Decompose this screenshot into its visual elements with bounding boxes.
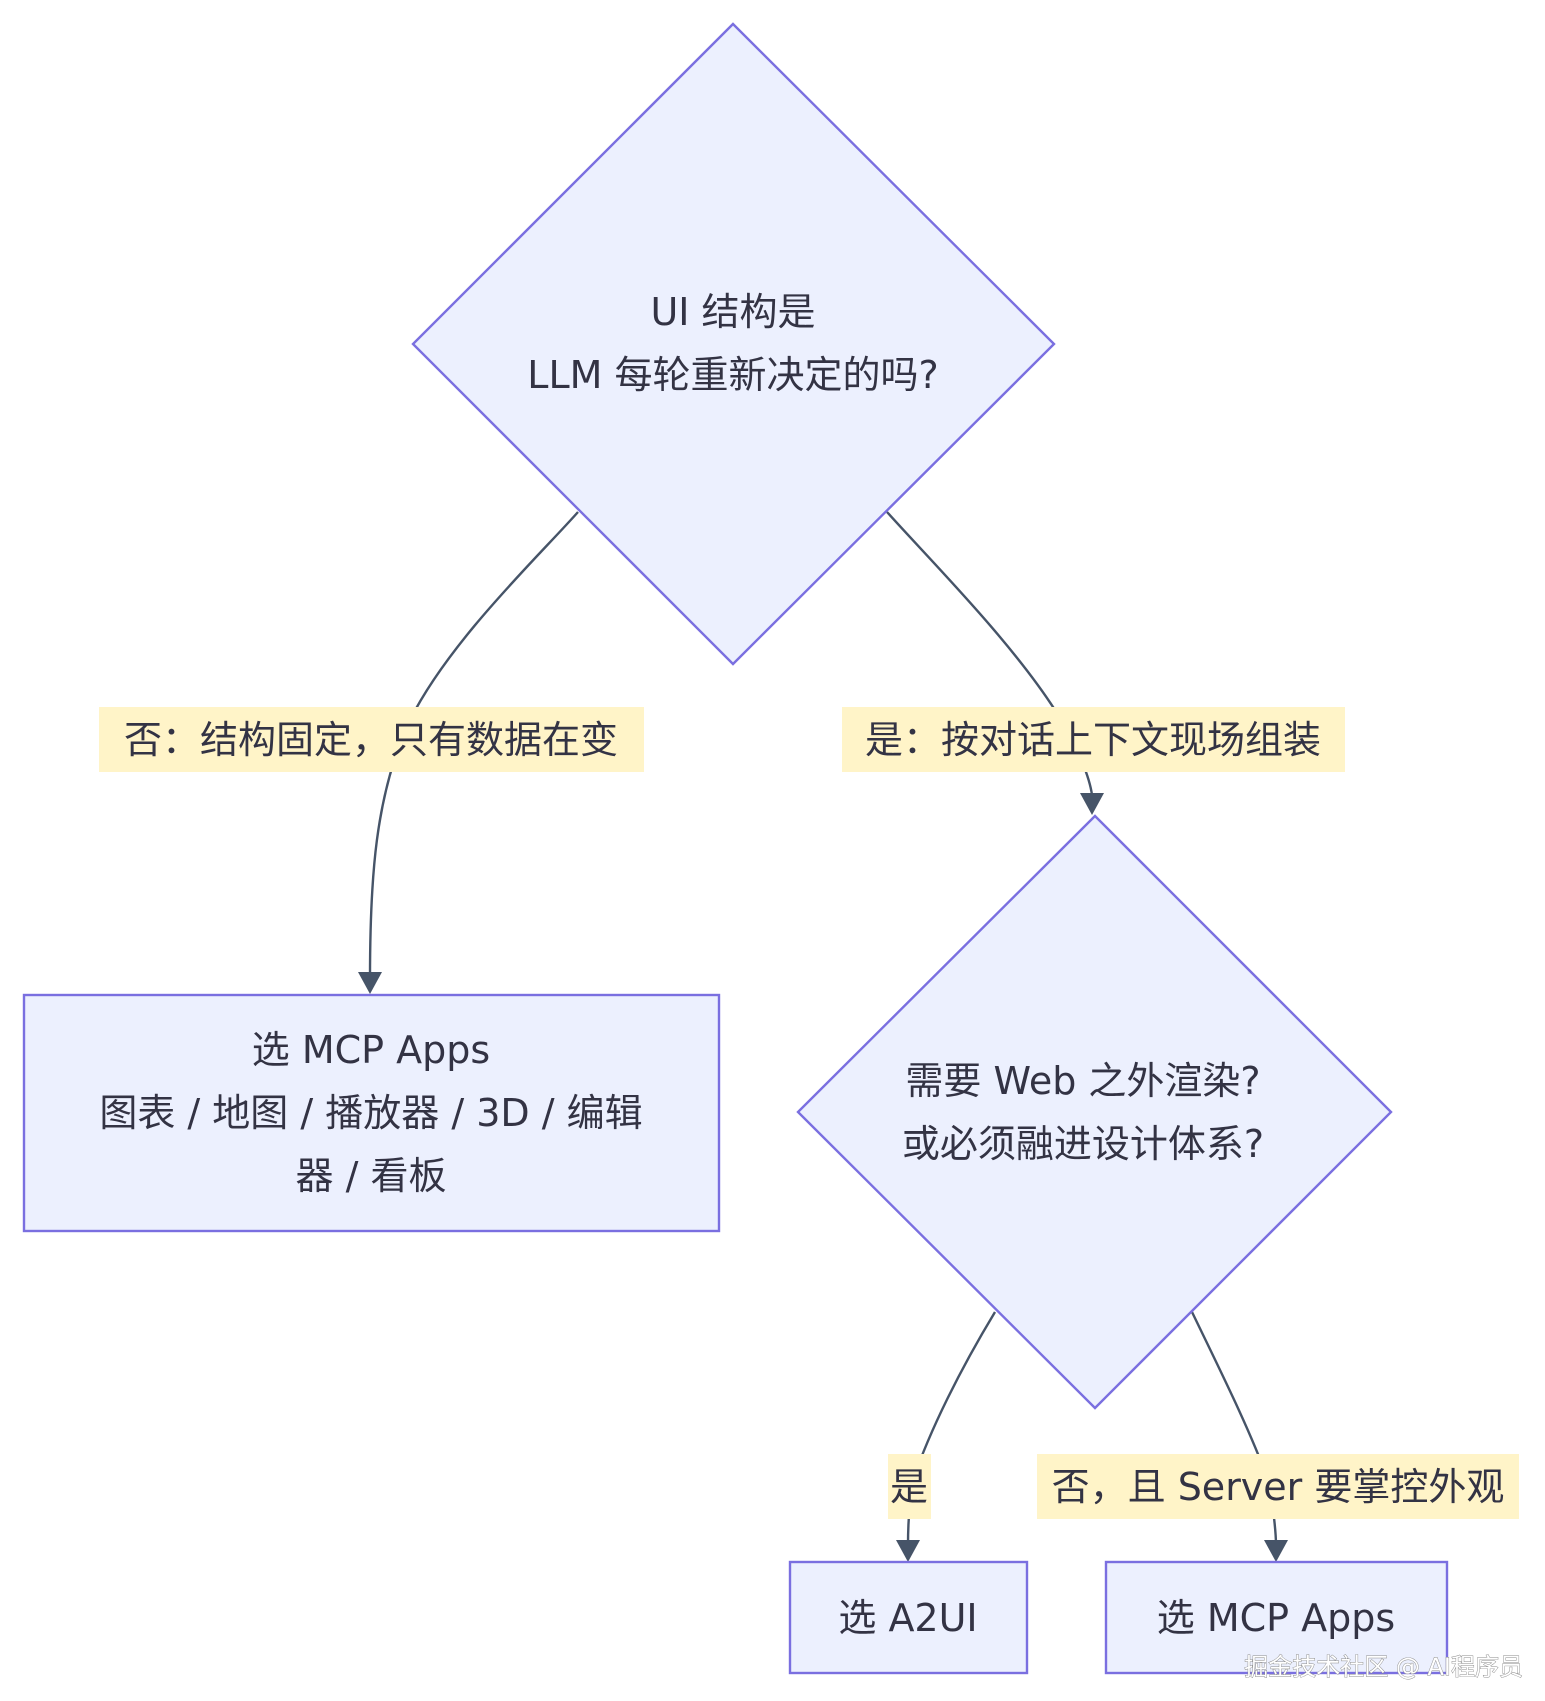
edge-label-no-server-controls: 否，且 Server 要掌控外观 <box>1037 1454 1519 1519</box>
result-mcp-apps-fixed-line-1: 选 MCP Apps <box>252 1028 490 1072</box>
result-mcp-apps-server: 选 MCP Apps <box>1104 1560 1449 1675</box>
decision-llm-structure-line-1: UI 结构是 <box>650 290 815 334</box>
arrow-head <box>358 972 382 994</box>
decision-web-render-line-2: 或必须融进设计体系? <box>902 1122 1264 1166</box>
result-mcp-apps-server-line-1: 选 MCP Apps <box>1157 1596 1395 1640</box>
edge-label-yes-context-assembly: 是：按对话上下文现场组装 <box>842 707 1345 772</box>
edge-label-no-server-controls-text: 否，且 Server 要掌控外观 <box>1052 1465 1505 1509</box>
edge-label-yes-a2ui-text: 是 <box>890 1465 928 1509</box>
decision-llm-structure: UI 结构是 LLM 每轮重新决定的吗? <box>411 22 1056 666</box>
result-mcp-apps-fixed-line-3: 器 / 看板 <box>296 1154 447 1198</box>
arrow-head <box>896 1540 920 1562</box>
edge-label-yes-context-assembly-text: 是：按对话上下文现场组装 <box>865 718 1321 762</box>
result-a2ui-line-1: 选 A2UI <box>838 1596 977 1640</box>
decision-llm-structure-line-2: LLM 每轮重新决定的吗? <box>527 353 938 397</box>
arrow-head <box>1080 793 1104 815</box>
arrow-head <box>1264 1540 1288 1562</box>
result-mcp-apps-fixed: 选 MCP Apps 图表 / 地图 / 播放器 / 3D / 编辑 器 / 看… <box>22 993 721 1233</box>
decision-web-render: 需要 Web 之外渲染? 或必须融进设计体系? <box>796 814 1393 1410</box>
watermark: 掘金技术社区 @ AI程序员 <box>1244 1653 1523 1681</box>
edge-label-no-fixed-structure-text: 否：结构固定，只有数据在变 <box>124 718 618 762</box>
edge-label-no-fixed-structure: 否：结构固定，只有数据在变 <box>99 707 644 772</box>
decision-web-render-line-1: 需要 Web 之外渲染? <box>905 1059 1260 1103</box>
edge-label-yes-a2ui: 是 <box>888 1454 931 1519</box>
result-mcp-apps-fixed-line-2: 图表 / 地图 / 播放器 / 3D / 编辑 <box>99 1091 642 1135</box>
result-a2ui: 选 A2UI <box>788 1560 1029 1675</box>
